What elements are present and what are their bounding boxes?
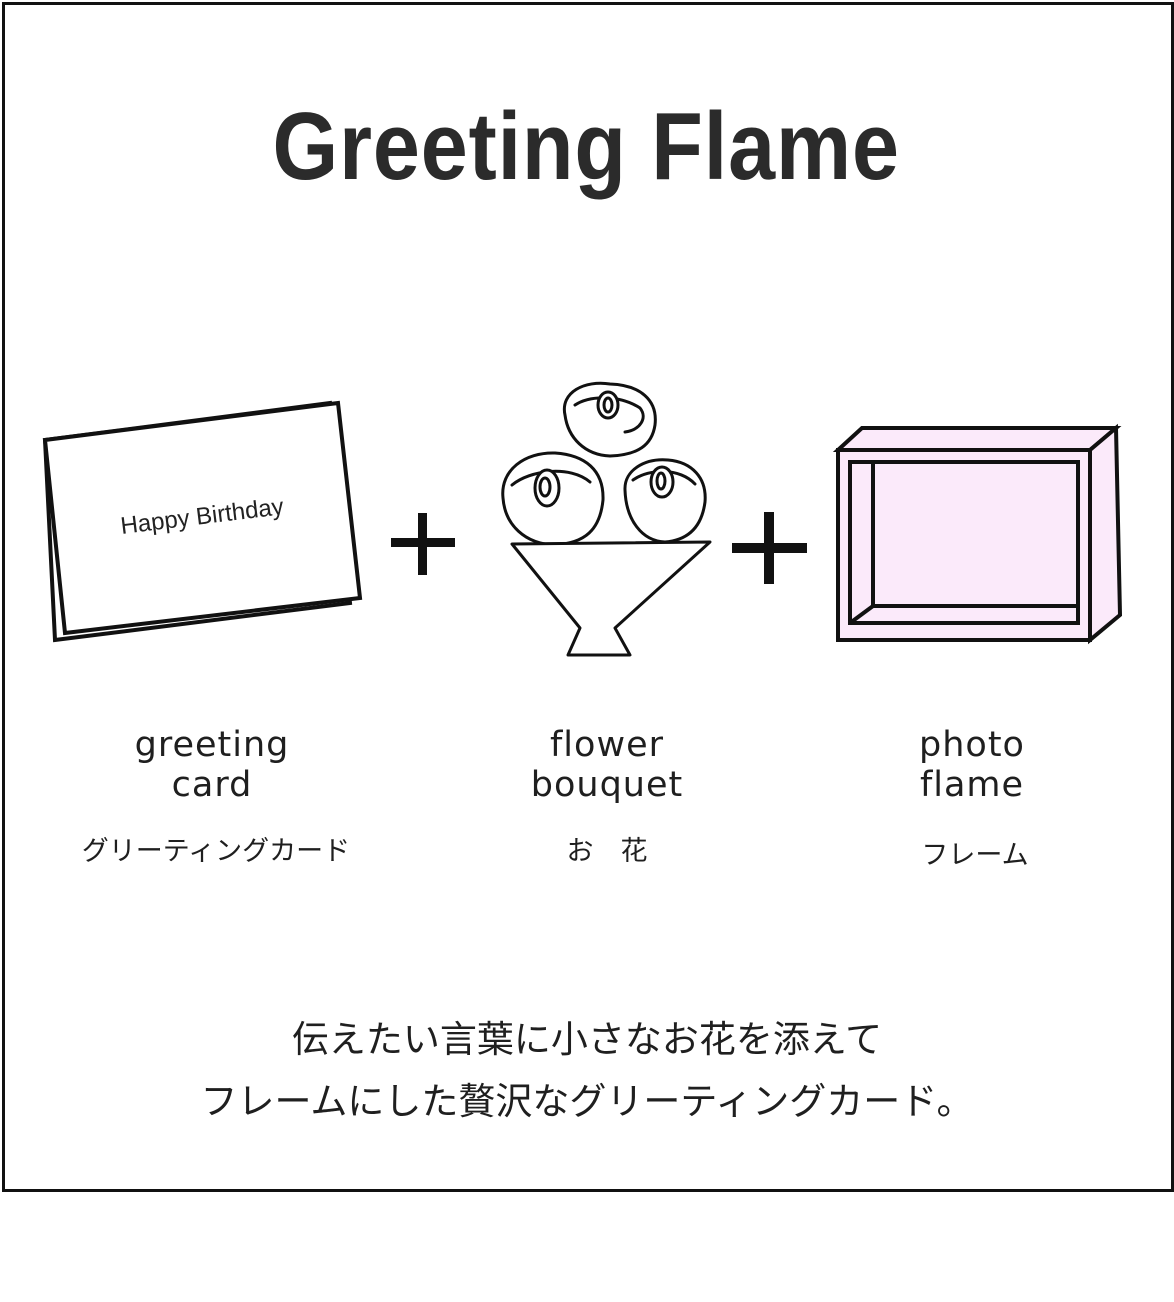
label-ja-greeting-card: グリーティングカード <box>81 836 351 867</box>
plus-icon <box>391 513 455 575</box>
label-line: bouquet <box>530 765 684 805</box>
label-line: card <box>171 765 253 805</box>
label-ja-frame: フレーム <box>921 840 1029 871</box>
page-title: Greeting Flame <box>272 93 900 200</box>
label-line: photo <box>919 725 1025 765</box>
tagline-line-2: フレームにした贅沢なグリーティングカード。 <box>200 1080 974 1123</box>
tagline-line-1: 伝えたい言葉に小さなお花を添えて <box>291 1018 883 1061</box>
greeting-card-icon: Happy Birthday <box>42 400 363 643</box>
label-line: greeting <box>134 725 290 765</box>
label-line: flower <box>549 725 664 765</box>
label-photo-flame: photo flame <box>822 725 1122 805</box>
flower-bouquet-icon <box>501 381 712 657</box>
illustration-row: Happy Birthday <box>42 381 1123 657</box>
label-greeting-card: greeting card <box>62 725 362 805</box>
label-line: flame <box>919 765 1025 805</box>
label-ja-flower: お 花 <box>566 836 648 867</box>
photo-frame-icon <box>832 423 1123 645</box>
plus-icon <box>732 512 807 584</box>
label-flower-bouquet: flower bouquet <box>457 725 757 805</box>
outer-border <box>2 2 1174 1192</box>
